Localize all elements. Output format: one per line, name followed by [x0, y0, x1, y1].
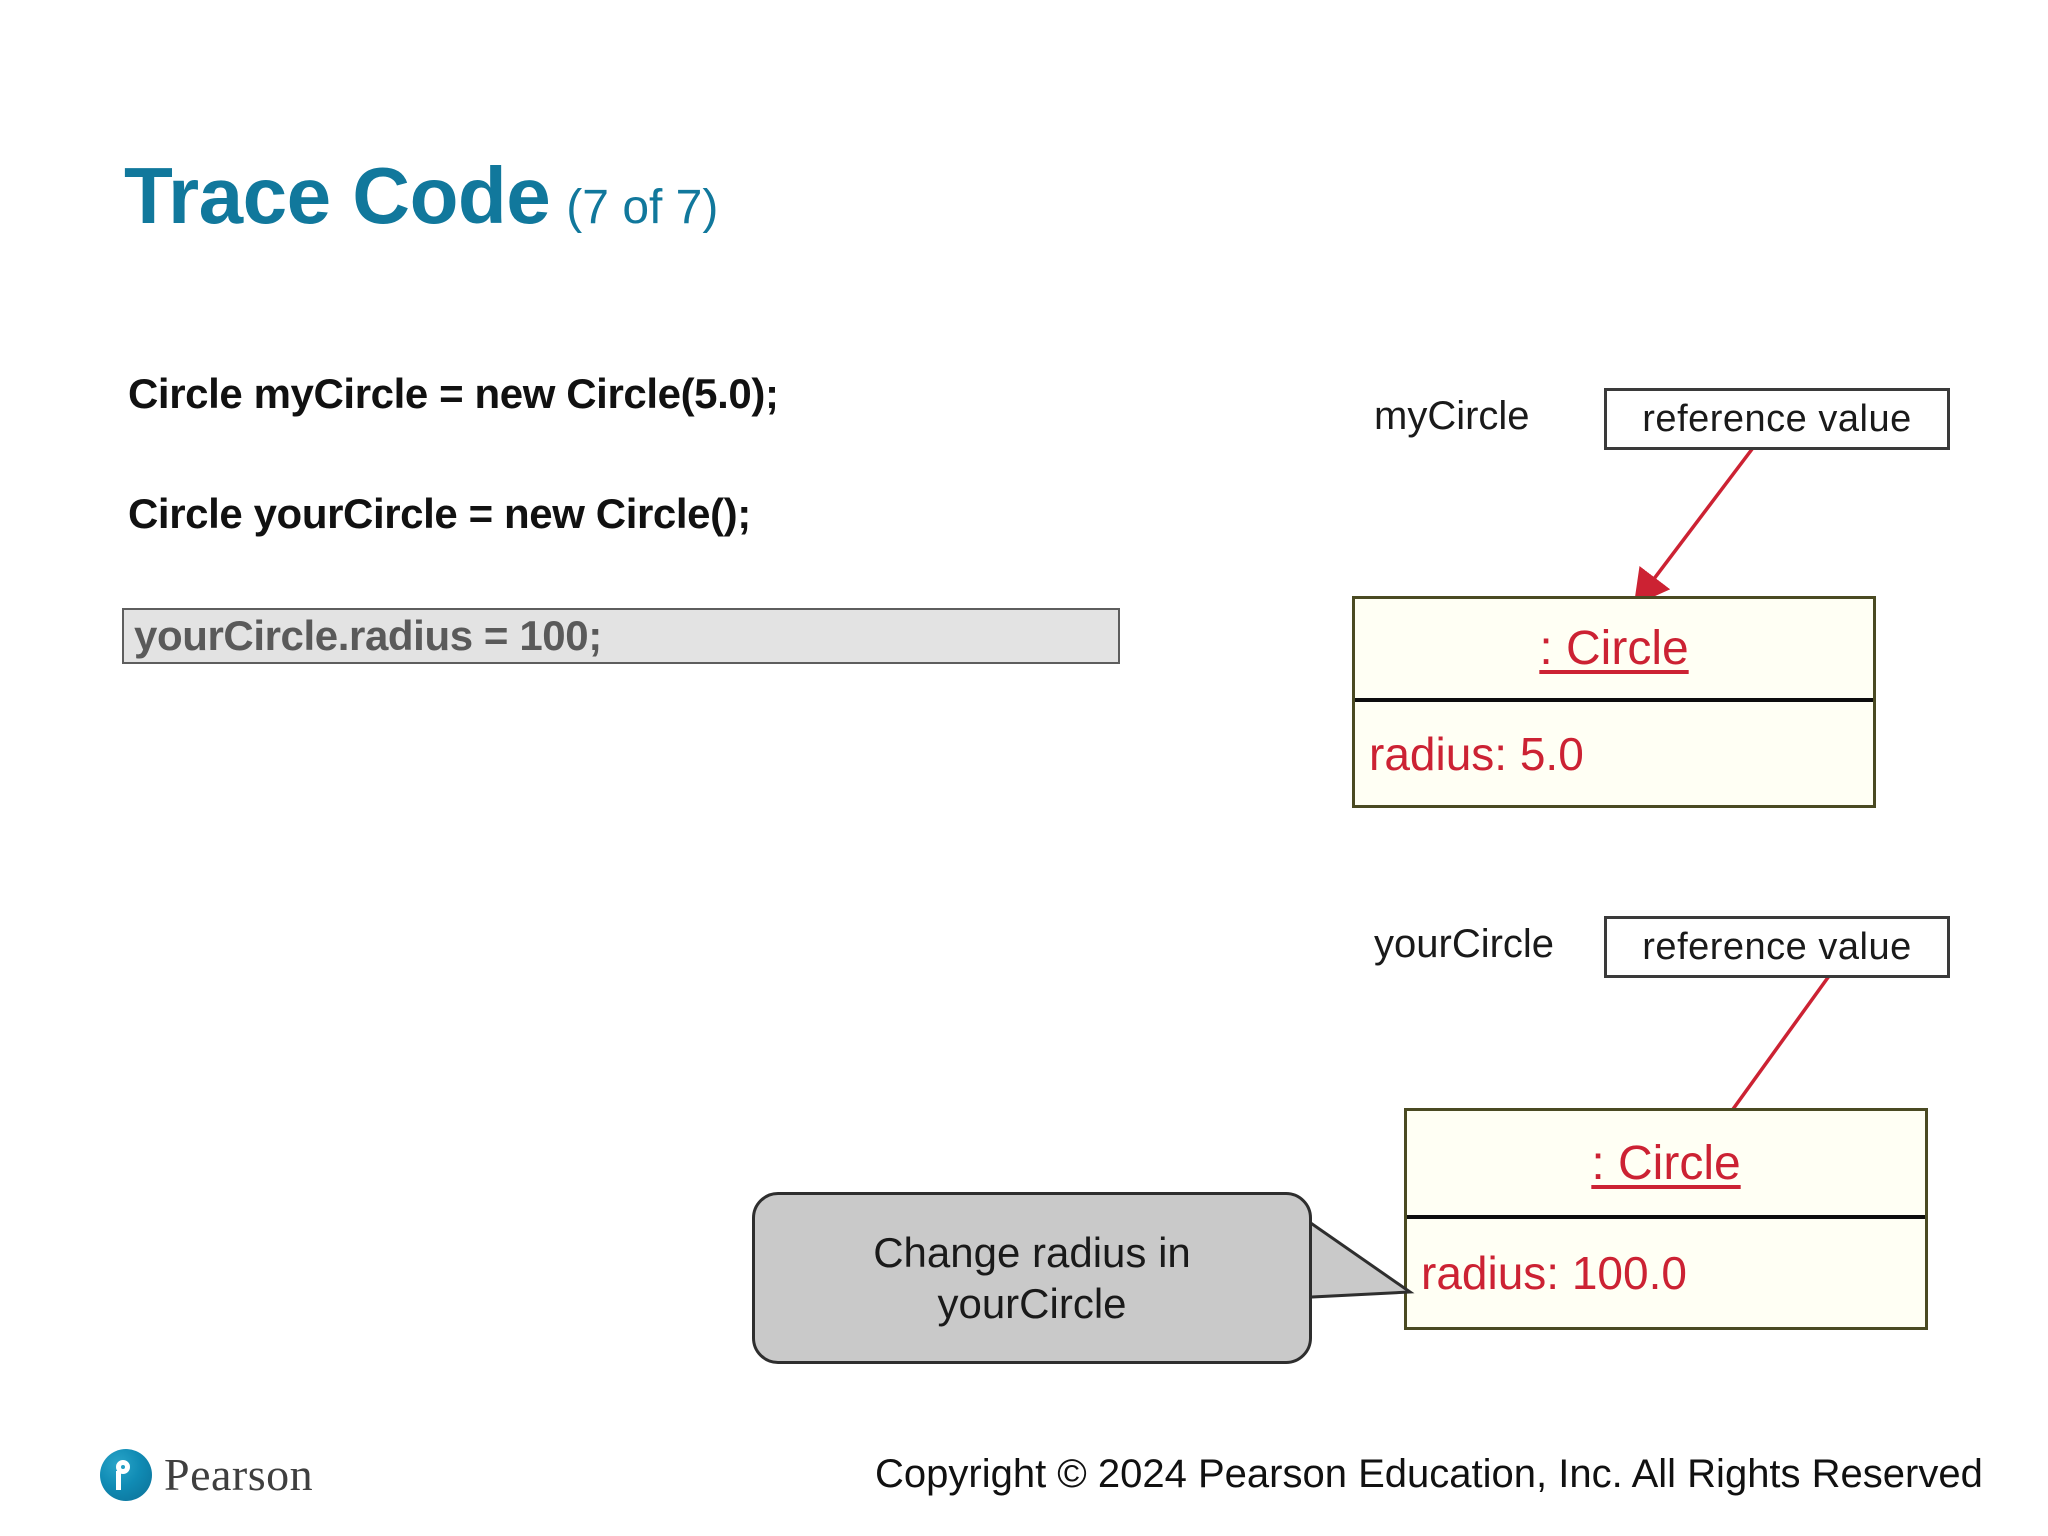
object-box-yourcircle: : Circle radius: 100.0 — [1404, 1108, 1928, 1330]
code-line-declare-yourcircle: Circle yourCircle = new Circle(); — [128, 490, 751, 537]
callout-line-2: yourCircle — [937, 1280, 1127, 1327]
reference-value-text: reference value — [1642, 925, 1912, 968]
object-title-row: : Circle — [1407, 1111, 1925, 1219]
page-title-subtitle: (7 of 7) — [566, 181, 719, 234]
callout-line-1: Change radius in — [873, 1228, 1191, 1276]
object-field-text: radius: 100.0 — [1421, 1247, 1687, 1299]
object-title-row: : Circle — [1355, 599, 1873, 702]
variable-label-mycircle: myCircle — [1374, 394, 1530, 438]
object-box-mycircle: : Circle radius: 5.0 — [1352, 596, 1876, 808]
pearson-logo: Pearson — [100, 1448, 313, 1501]
object-field-text: radius: 5.0 — [1369, 727, 1584, 780]
object-title-text: : Circle — [1591, 1136, 1741, 1190]
object-title-text: : Circle — [1539, 622, 1689, 675]
reference-value-text: reference value — [1642, 397, 1912, 440]
object-field-row: radius: 100.0 — [1407, 1219, 1925, 1327]
code-line-declare-mycircle: Circle myCircle = new Circle(5.0); — [128, 370, 779, 417]
callout-change-radius: Change radius in yourCircle — [752, 1192, 1415, 1364]
reference-arrow-mycircle — [1633, 426, 1770, 606]
variable-label-yourcircle: yourCircle — [1374, 922, 1555, 966]
pearson-p-icon — [100, 1448, 152, 1501]
callout-body: Change radius in yourCircle — [752, 1192, 1312, 1364]
object-field-row: radius: 5.0 — [1355, 702, 1873, 805]
copyright-notice: Copyright © 2024 Pearson Education, Inc.… — [875, 1452, 1983, 1496]
reference-value-box-mycircle: reference value — [1604, 388, 1950, 450]
code-line-set-radius: yourCircle.radius = 100; — [134, 612, 602, 659]
page-title-main: Trace Code — [124, 151, 551, 240]
pearson-wordmark: Pearson — [164, 1449, 314, 1500]
reference-value-box-yourcircle: reference value — [1604, 916, 1950, 978]
page-title: Trace Code (7 of 7) — [124, 150, 718, 242]
code-line-highlight-box: yourCircle.radius = 100; — [122, 608, 1120, 664]
